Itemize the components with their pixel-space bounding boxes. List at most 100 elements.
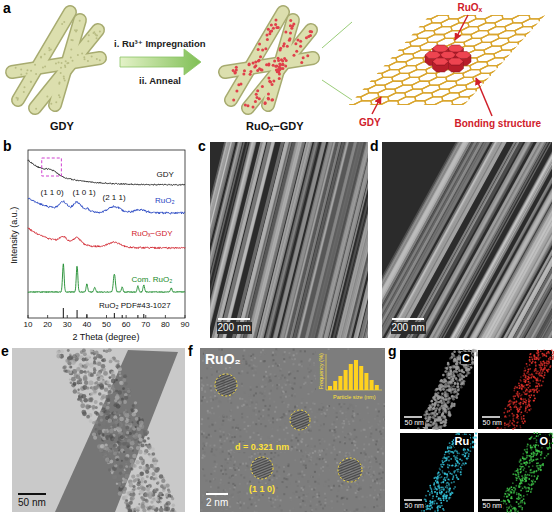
ruox-particle [267,97,270,100]
tube [225,58,313,72]
particle-texture [111,379,116,384]
particle-texture [122,471,125,474]
noise-texture [307,480,309,482]
particle-texture [125,419,129,423]
noise-texture [371,455,373,457]
noise-texture [328,479,330,481]
tube-texture [63,77,65,79]
noise-texture [333,434,335,436]
noise-texture [228,419,230,421]
particle-texture [108,390,112,394]
reference-stick [86,314,87,318]
noise-texture [287,432,289,434]
noise-texture [320,467,322,469]
noise-texture [201,418,203,420]
tube-texture [23,86,25,88]
particle-texture [91,350,93,352]
noise-texture [345,435,347,437]
particle-texture [110,436,115,441]
particle-texture [119,417,123,421]
noise-texture [237,499,239,501]
noise-texture [369,468,371,470]
particle-texture [116,390,119,393]
particle-texture [109,460,113,464]
noise-texture [272,417,274,419]
particle-texture [77,354,79,356]
ruox-particle [302,56,305,59]
noise-texture [283,466,285,468]
particle-texture [140,416,143,419]
particle-texture [88,381,93,386]
noise-texture [277,454,279,456]
particle-texture [69,365,72,368]
tube-texture [26,69,28,71]
particle-texture [131,421,133,423]
particle-texture [142,466,146,470]
noise-texture [384,421,385,423]
particle-texture [119,381,124,386]
nanorod [317,142,368,338]
noise-texture [252,354,254,356]
noise-texture [229,477,231,479]
tube [12,58,100,72]
noise-texture [220,443,222,445]
noise-texture [238,495,240,497]
noise-texture [320,424,322,426]
noise-texture [379,478,381,480]
particle-texture [146,475,149,478]
ruox-particle [269,80,272,83]
ruox-prism-top [440,52,456,59]
particle-texture [93,361,96,364]
noise-texture [285,413,287,415]
ruox-particle [257,59,260,62]
particle-texture [98,423,101,426]
noise-texture [245,462,247,464]
noise-texture [241,398,243,400]
tube-texture [96,58,98,60]
noise-texture [354,510,356,512]
particle-texture [165,507,170,512]
particle-texture [142,478,145,481]
particle-texture [102,403,106,407]
particle-texture [102,358,106,362]
noise-texture [223,431,225,433]
particle-texture [139,457,142,460]
tube-texture [42,66,44,68]
axis-tick [145,315,146,318]
particle-texture [140,485,144,489]
noise-texture [288,395,290,397]
ruox-particle [258,42,261,45]
noise-texture [283,477,285,479]
noise-texture [379,483,381,485]
particle-texture [105,411,110,416]
noise-texture [380,489,382,491]
particle-texture [131,475,135,479]
particle-texture [96,428,99,431]
noise-texture [308,501,310,503]
noise-texture [301,487,303,489]
particle-texture [93,367,96,370]
noise-texture [264,453,266,455]
noise-texture [309,452,311,454]
particle-texture [108,469,111,472]
noise-texture [347,433,349,435]
ruox-particle [299,40,302,43]
particle-texture [123,451,125,453]
tube-texture [40,56,42,58]
noise-texture [349,404,351,406]
nanorod [353,142,368,338]
noise-texture [220,479,222,481]
axis-tick [165,315,166,318]
particle-texture [163,485,166,488]
noise-texture [368,421,370,423]
tube-texture [59,96,61,98]
noise-texture [218,416,220,418]
noise-texture [220,470,222,472]
ruox-particle [295,50,298,53]
particle-texture [136,474,139,477]
particle-texture [106,395,109,398]
ruox-particle [281,63,284,66]
particle-texture [153,457,156,460]
particle-texture [119,464,123,468]
noise-texture [280,396,282,398]
